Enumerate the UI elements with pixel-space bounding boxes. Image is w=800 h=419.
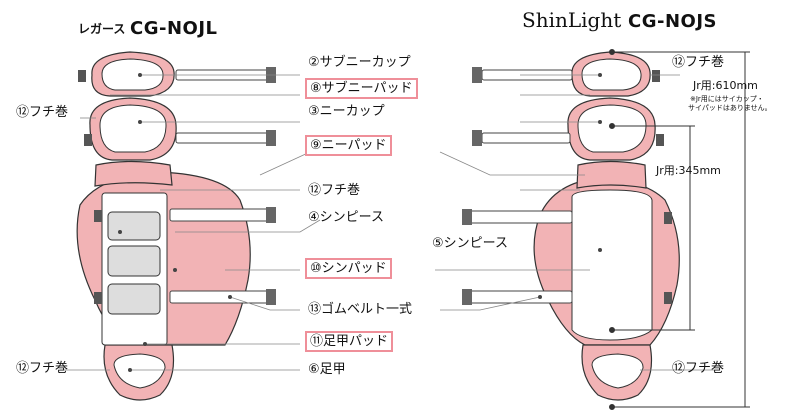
label-thigh-pad: ⑧サブニーパッド [305, 78, 418, 99]
label-edge-left-bottom: ⑫フチ巻 [16, 361, 69, 376]
left-model-label: CG-NOJL [130, 18, 218, 39]
label-edge-center: ⑫フチ巻 [308, 183, 361, 198]
label-knee-cup: ③ニーカップ [308, 104, 385, 119]
left-series-label: レガース [78, 22, 126, 36]
label-instep: ⑥足甲 [308, 362, 346, 377]
label-rubber-belt: ⑬ゴムベルト一式 [308, 302, 413, 317]
right-model-label: CG-NOJS [628, 11, 717, 32]
label-thigh-cup: ②サブニーカップ [308, 55, 411, 70]
label-edge-left-top: ⑫フチ巻 [16, 105, 69, 120]
label-knee-pad: ⑨ニーパッド [305, 135, 392, 156]
label-instep-pad: ⑪足甲パッド [305, 331, 394, 352]
label-shin-pad: ⑩シンパッド [305, 258, 392, 279]
dimension-total: Jr用:610mm [693, 79, 758, 92]
dimension-shin: Jr用:345mm [656, 164, 721, 177]
label-shin-piece-left: ④シンピース [308, 210, 385, 225]
right-series-label: ShinLight [522, 8, 622, 32]
label-shin-piece-right: ⑤シンピース [432, 236, 509, 251]
label-edge-right-bottom: ⑫フチ巻 [672, 361, 725, 376]
dimension-total-note-1: ※Jr用にはサイカップ・ [690, 95, 764, 103]
label-edge-right-top: ⑫フチ巻 [672, 55, 725, 70]
dimension-total-note-2: サイパッドはありません。 [688, 104, 772, 112]
